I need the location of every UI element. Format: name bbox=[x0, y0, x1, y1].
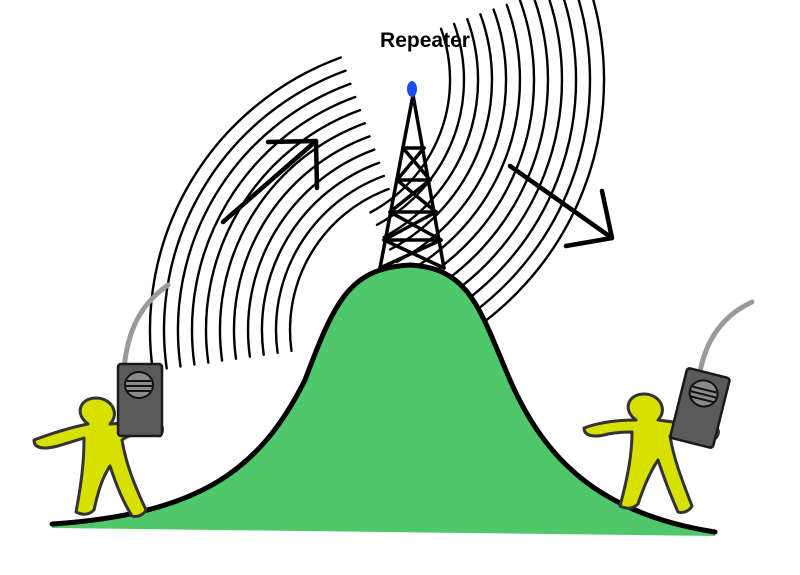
repeater-label: Repeater bbox=[380, 29, 470, 52]
right-operator bbox=[582, 299, 755, 514]
outgoing-signal-arc bbox=[428, 0, 578, 325]
left-radio-antenna bbox=[121, 282, 171, 371]
hill bbox=[52, 265, 715, 536]
incoming-signal-arc bbox=[288, 187, 390, 353]
outgoing-signal-arc bbox=[369, 27, 452, 214]
outgoing-signal-arc bbox=[441, 0, 606, 350]
incoming-signal-arc bbox=[274, 174, 386, 354]
outgoing-signal-arc bbox=[434, 0, 592, 338]
outgoing-signal-arc bbox=[421, 0, 564, 313]
incoming-signal-arc bbox=[246, 148, 376, 358]
right-radio-antenna bbox=[697, 299, 755, 375]
signal-waves-incoming bbox=[148, 56, 390, 372]
incoming-signal-arc bbox=[148, 56, 342, 372]
left-operator bbox=[32, 282, 171, 518]
beacon-light bbox=[407, 81, 417, 97]
outgoing-signal-arc bbox=[415, 0, 550, 301]
incoming-signal-arc bbox=[232, 135, 371, 360]
incoming-signal-arc bbox=[218, 122, 366, 362]
incoming-signal-arc bbox=[260, 161, 381, 356]
outgoing-signal-arc bbox=[382, 17, 480, 239]
outgoing-signal-arc bbox=[375, 22, 466, 226]
outgoing-signal-arc bbox=[408, 0, 536, 288]
incoming-signal-arc bbox=[176, 82, 352, 368]
ground-line bbox=[49, 262, 718, 535]
outgoing-arrow-icon bbox=[507, 163, 615, 249]
repeater-tower-icon bbox=[378, 81, 446, 270]
incoming-signal-arc bbox=[162, 69, 347, 370]
incoming-arrow-icon bbox=[220, 138, 320, 225]
incoming-signal-arc bbox=[190, 95, 357, 366]
